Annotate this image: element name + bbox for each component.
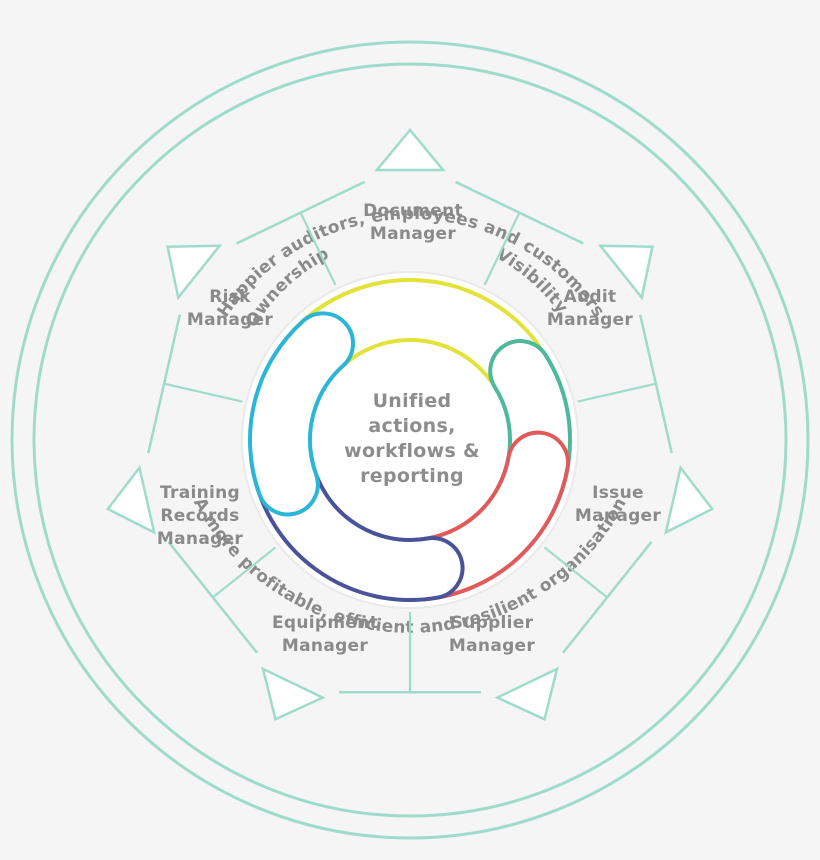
cycle-ring	[248, 278, 572, 602]
arrowhead-icon	[597, 244, 654, 301]
svg-text:Training: Training	[160, 483, 240, 503]
module-divider	[212, 546, 277, 599]
module-supplier-manager: Supplier Manager	[449, 613, 535, 656]
svg-text:Manager: Manager	[575, 506, 661, 526]
arrowhead-icon	[261, 666, 326, 722]
outer-circle	[10, 40, 810, 840]
svg-text:Manager: Manager	[547, 310, 633, 330]
svg-text:Risk: Risk	[209, 287, 251, 307]
arrowhead-icon	[664, 464, 715, 535]
arrowhead-icon	[374, 128, 446, 172]
center-label-line-4: reporting	[360, 465, 464, 487]
heptagon-edge	[236, 180, 366, 245]
module-heptagon	[105, 128, 715, 722]
heptagon-edge	[454, 180, 584, 245]
module-divider	[577, 382, 657, 403]
arrowhead-icon	[105, 464, 156, 535]
module-divider	[163, 382, 243, 403]
center-label-line-3: workflows &	[344, 440, 480, 462]
svg-text:Manager: Manager	[157, 529, 243, 549]
module-divider	[543, 546, 608, 599]
svg-text:Issue: Issue	[592, 483, 644, 503]
svg-text:Document: Document	[363, 201, 463, 221]
module-divider	[483, 212, 521, 286]
svg-text:Equipment: Equipment	[272, 613, 378, 633]
second-circle	[32, 62, 788, 818]
module-training-records-manager: Training Records Manager	[157, 483, 243, 549]
module-equipment-manager: Equipment Manager	[272, 613, 378, 656]
module-divider	[299, 212, 337, 286]
svg-text:Manager: Manager	[370, 224, 456, 244]
module-audit-manager: Audit Manager	[547, 287, 633, 330]
arrowhead-icon	[494, 666, 559, 722]
module-issue-manager: Issue Manager	[575, 483, 661, 526]
svg-text:Records: Records	[160, 506, 239, 526]
cycle-segment-5	[248, 311, 355, 517]
svg-text:Audit: Audit	[564, 287, 617, 307]
module-risk-manager: Risk Manager	[187, 287, 273, 330]
svg-text:Manager: Manager	[282, 636, 368, 656]
svg-text:Manager: Manager	[187, 310, 273, 330]
center-label-line-2: actions,	[368, 415, 455, 437]
module-document-manager: Document Manager	[363, 201, 463, 244]
arrowhead-icon	[166, 244, 223, 301]
svg-text:Manager: Manager	[449, 636, 535, 656]
svg-text:Supplier: Supplier	[451, 613, 534, 633]
center-label-line-1: Unified	[373, 390, 452, 412]
